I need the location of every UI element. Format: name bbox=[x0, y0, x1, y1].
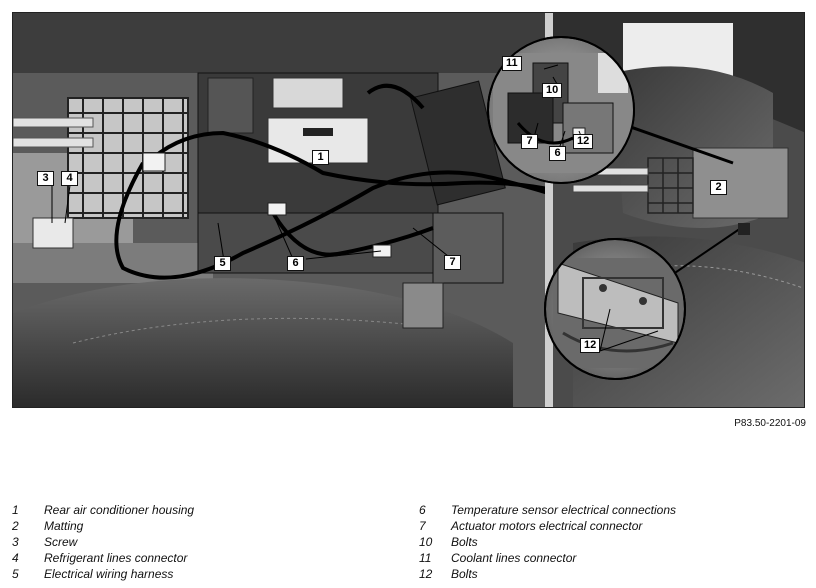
callout-11: 11 bbox=[502, 56, 522, 71]
callout-5: 5 bbox=[214, 256, 231, 271]
callout-1: 1 bbox=[312, 150, 329, 165]
front-seat bbox=[13, 278, 513, 407]
figure-id: P83.50-2201-09 bbox=[734, 418, 806, 429]
callout-4: 4 bbox=[61, 171, 78, 186]
legend-number: 5 bbox=[12, 567, 19, 581]
legend-text: Screw bbox=[44, 535, 78, 549]
callout-10: 10 bbox=[542, 83, 563, 98]
legend-text: Refrigerant lines connector bbox=[44, 551, 188, 565]
detail-circle-bottom bbox=[544, 238, 686, 380]
ac-housing bbox=[197, 72, 506, 284]
legend-number: 4 bbox=[12, 551, 19, 565]
panel-divider bbox=[545, 13, 553, 407]
service-photo: 1 2 3 4 5 6 7 11 10 7 6 12 12 bbox=[12, 12, 805, 408]
legend-text: Bolts bbox=[451, 567, 478, 581]
legend-text: Temperature sensor electrical connection… bbox=[451, 503, 677, 517]
callout-7: 7 bbox=[444, 255, 461, 270]
callout-12-detail-top: 12 bbox=[573, 134, 594, 149]
legend-text: Rear air conditioner housing bbox=[44, 503, 195, 517]
legend-number: 1 bbox=[12, 503, 19, 517]
legend-number: 7 bbox=[419, 519, 426, 533]
callout-2: 2 bbox=[710, 180, 727, 195]
small-bracket bbox=[402, 282, 444, 329]
legend-text: Electrical wiring harness bbox=[44, 567, 174, 581]
callout-12-detail-bottom: 12 bbox=[580, 338, 601, 353]
legend-number: 12 bbox=[419, 567, 433, 581]
photo-illustration bbox=[13, 13, 804, 407]
legend-number: 3 bbox=[12, 535, 19, 549]
callout-6: 6 bbox=[287, 256, 304, 271]
callout-6-detail: 6 bbox=[549, 146, 566, 161]
net-mesh bbox=[67, 97, 189, 219]
legend-text: Matting bbox=[44, 519, 84, 533]
legend-text: Actuator motors electrical connector bbox=[451, 519, 643, 533]
matting bbox=[692, 147, 789, 219]
wiring-harness bbox=[114, 83, 559, 280]
callout-3: 3 bbox=[37, 171, 54, 186]
legend-text: Bolts bbox=[451, 535, 478, 549]
legend-number: 10 bbox=[419, 535, 433, 549]
legend-number: 11 bbox=[419, 551, 432, 565]
legend-text: Coolant lines connector bbox=[451, 551, 577, 565]
legend-number: 6 bbox=[419, 503, 426, 517]
legend-number: 2 bbox=[12, 519, 19, 533]
callout-7-detail: 7 bbox=[521, 134, 538, 149]
